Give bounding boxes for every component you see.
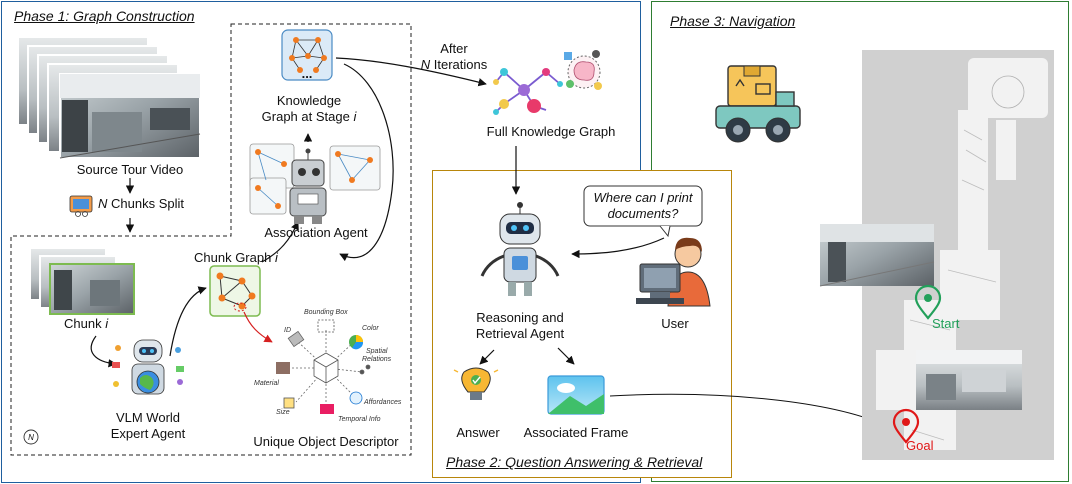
kg-line2-text: Graph at Stage [261,109,354,124]
dashed-region-graph [10,23,412,456]
kg-line1: Knowledge [276,93,342,108]
film-icon [69,195,93,217]
chunks-split-text: Chunks Split [107,196,184,211]
attr-temporal: Temporal Info [338,416,381,423]
question-bubble [583,185,703,227]
attr-color: Color [362,325,379,332]
full-kg-icon [493,50,602,115]
user-figure [636,237,711,307]
phase3-title: Phase 3: Navigation [670,13,796,29]
vlm-agent-line2: Expert Agent [110,426,186,441]
phase1-title: Phase 1: Graph Construction [14,8,195,24]
delivery-robot [715,65,801,143]
reasoning-agent-label: Reasoning and Retrieval Agent [460,310,580,342]
chunk-i: i [105,316,109,331]
phase2-title: Phase 2: Question Answering & Retrieval [446,454,703,470]
after-line1: After [440,41,468,56]
start-pin [914,284,942,320]
kg-stage-label: Knowledge Graph at Stage i [244,93,374,125]
user-label: User [661,316,689,331]
attr-affordances: Affordances [364,399,402,406]
after-line2-text: Iterations [430,57,488,72]
source-video-label: Source Tour Video [76,162,184,177]
after-line2: N Iterations [410,57,498,73]
kg-i: i [353,109,357,124]
attr-size: Size [276,409,290,416]
attr-relations: Relations [362,356,392,363]
chunk-graph-i: i [274,250,278,265]
after-n: N [420,57,431,72]
association-agent-label: Association Agent [264,225,368,240]
chunk-label: Chunk i [64,316,108,332]
chunk-frames [29,247,135,315]
attr-bounding-box: Bounding Box [304,309,348,316]
chunk-graph-icon [209,265,261,317]
frame-image-icon [547,375,605,415]
answer-bulb [453,367,499,400]
attr-id: ID [284,327,291,334]
kg-line2: Graph at Stage i [244,109,374,125]
chunk-graph-text: Chunk Graph [194,250,275,265]
descriptor-title: Unique Object Descriptor [253,434,399,449]
map-scan-noise [909,75,1025,441]
kg-dots: ... [301,66,313,81]
chunks-split-n: N [98,196,108,211]
goal-pin [892,408,920,444]
vlm-agent-line1: VLM World [115,410,181,425]
map-photo-1 [819,224,935,287]
vlm-agent-label: VLM World Expert Agent [98,410,198,442]
object-descriptor-figure [276,319,371,414]
chunks-split-label: N Chunks Split [98,196,184,212]
question-line2: documents? [607,206,679,221]
full-kg-label: Full Knowledge Graph [486,124,616,139]
question-line1: Where can I print [593,190,693,205]
loop-icon-label: N [28,433,34,442]
chunk-graph-label: Chunk Graph i [194,250,278,266]
attr-material: Material [254,380,279,387]
attr-spatial: Spatial [366,348,388,355]
source-video-frames [17,36,201,159]
chunk-text: Chunk [64,316,106,331]
reasoning-line2: Retrieval Agent [475,326,565,341]
association-robot [249,143,381,224]
vlm-robot [112,339,184,395]
map-photo-2 [916,350,1022,410]
start-label: Start [932,316,960,331]
reasoning-robot [480,202,560,296]
after-iterations-label: After N Iterations [410,41,498,73]
answer-label: Answer [456,425,500,440]
knowledge-graph-icon [281,29,333,81]
question-text: Where can I print documents? [586,190,700,222]
goal-label: Goal [906,438,934,453]
associated-frame-label: Associated Frame [523,425,629,440]
reasoning-line1: Reasoning and [476,310,564,325]
